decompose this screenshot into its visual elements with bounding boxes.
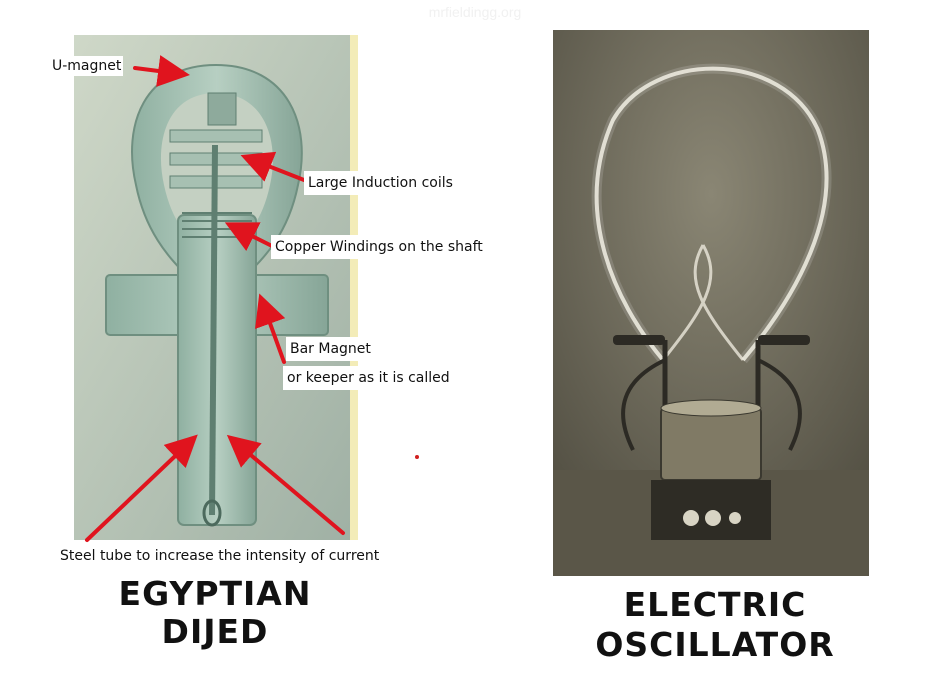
label-steel-tube: Steel tube to increase the intensity of … <box>56 544 384 568</box>
caption-dijed: DIJED <box>161 612 269 651</box>
label-bar-magnet: Bar Magnet <box>286 337 375 361</box>
electric-oscillator-photo <box>553 30 869 576</box>
caption-egyptian: EGYPTIAN <box>118 574 312 613</box>
site-watermark: mrfieldingg.org <box>428 4 522 20</box>
label-induction-coils: Large Induction coils <box>304 171 457 195</box>
label-u-magnet: U-magnet <box>50 56 124 76</box>
label-copper-windings: Copper Windings on the shaft <box>271 235 487 259</box>
caption-oscillator: OSCILLATOR <box>595 625 835 664</box>
caption-electric: ELECTRIC <box>623 585 807 624</box>
egyptian-artifact-image <box>74 35 358 540</box>
label-keeper: or keeper as it is called <box>283 366 454 390</box>
stray-dot <box>415 455 419 459</box>
